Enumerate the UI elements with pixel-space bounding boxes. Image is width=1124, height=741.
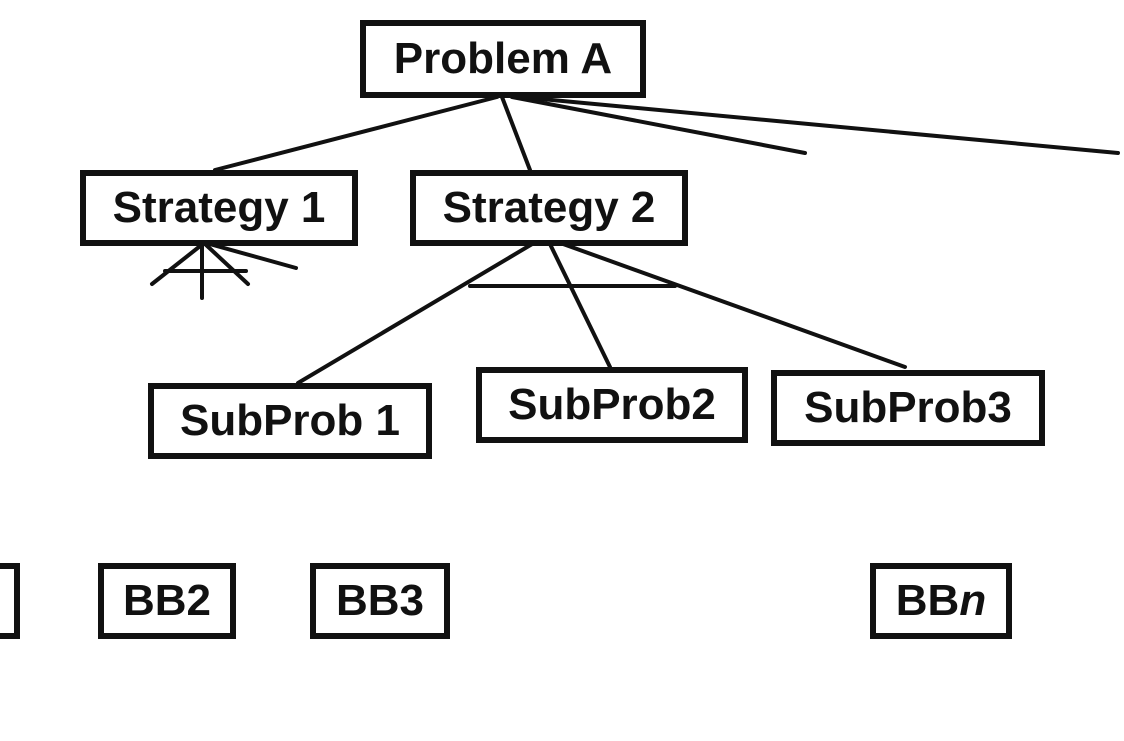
edge-root-branch-3 [510, 95, 807, 155]
problem-a-label: Problem A [393, 34, 613, 83]
building-block-2-node: BB2 [98, 563, 236, 639]
edge-strategy2-subprob1 [296, 235, 546, 385]
stub-strategy1-right [202, 241, 250, 286]
strategy-1-label: Strategy 1 [112, 183, 326, 232]
building-block-2-label: BB2 [122, 576, 212, 625]
edge-strategy2-subprob3 [550, 238, 907, 369]
strategy-2-node: Strategy 2 [410, 170, 688, 246]
building-block-n-suffix: n [959, 576, 987, 625]
building-block-partial-node [0, 563, 20, 639]
subprob-2-node: SubProb2 [476, 367, 748, 443]
building-block-3-label: BB3 [335, 576, 425, 625]
building-block-n-prefix: BB [895, 576, 960, 625]
edge-root-branch-4 [518, 95, 1120, 155]
building-block-3-node: BB3 [310, 563, 450, 639]
subprob-1-label: SubProb 1 [179, 396, 401, 445]
stub-strategy1-left [150, 241, 206, 286]
subprob-3-node: SubProb3 [771, 370, 1045, 446]
subprob-3-label: SubProb3 [804, 383, 1012, 432]
problem-a-node: Problem A [360, 20, 646, 98]
edge-root-strategy1 [213, 95, 499, 172]
edge-strategy2-subprob2 [546, 238, 612, 369]
subprob-2-label: SubProb2 [508, 380, 716, 429]
subprob-1-node: SubProb 1 [148, 383, 432, 459]
strategy-2-label: Strategy 2 [442, 183, 656, 232]
strategy-1-node: Strategy 1 [80, 170, 358, 246]
stub-strategy1-far [204, 241, 298, 270]
edge-root-strategy2 [500, 95, 532, 172]
